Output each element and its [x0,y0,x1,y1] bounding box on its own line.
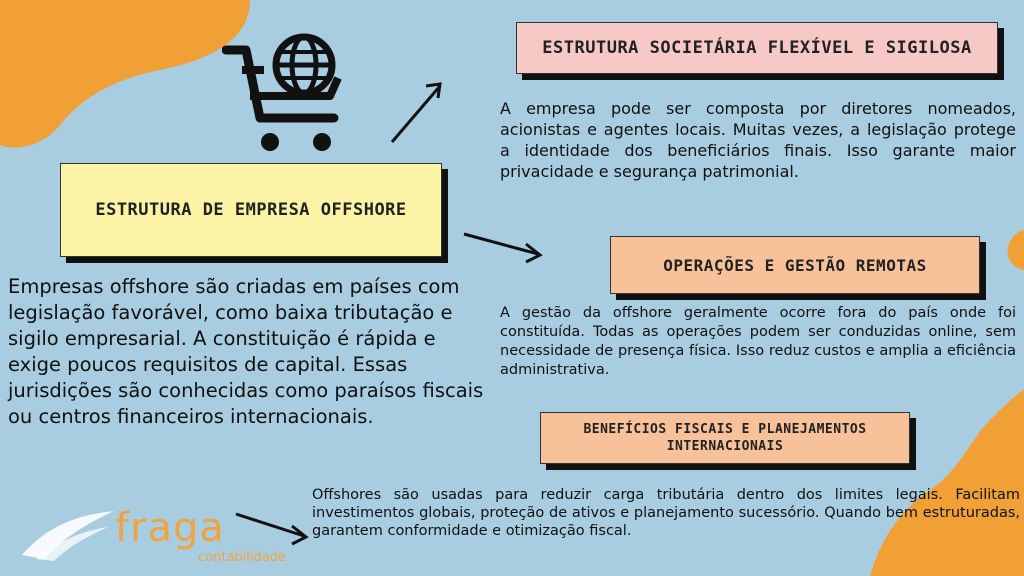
section-title-card-2: OPERAÇÕES E GESTÃO REMOTAS [610,236,980,294]
logo-wordmark: fraga [115,505,225,551]
section-title-card-3: BENEFÍCIOS FISCAIS E PLANEJAMENTOS INTER… [540,412,910,464]
main-title: ESTRUTURA DE EMPRESA OFFSHORE [95,200,407,220]
orange-blob-bottom-right [870,390,1024,576]
arrow-down-right [235,512,309,546]
shopping-cart-globe-icon [222,33,342,151]
intro-text: Empresas offshore são criadas em países … [8,275,484,428]
fraga-logo-icon [22,511,114,561]
main-title-card: ESTRUTURA DE EMPRESA OFFSHORE [60,163,442,257]
section-title-3: BENEFÍCIOS FISCAIS E PLANEJAMENTOS INTER… [583,422,867,454]
orange-blob-top-left [0,0,250,148]
section-text-3: Offshores são usadas para reduzir carga … [312,487,1020,539]
section-text-1: A empresa pode ser composta por diretore… [500,99,1016,181]
section-title-2: OPERAÇÕES E GESTÃO REMOTAS [663,255,927,275]
section-title-1: ESTRUTURA SOCIETÁRIA FLEXÍVEL E SIGILOSA [542,38,972,58]
logo-subtitle: contabilidade [198,550,286,565]
section-title-card-1: ESTRUTURA SOCIETÁRIA FLEXÍVEL E SIGILOSA [516,22,998,74]
orange-blob-right-edge [1007,230,1024,270]
arrow-right [463,232,543,264]
arrow-up-right [390,82,442,143]
section-text-2: A gestão da offshore geralmente ocorre f… [500,305,1016,378]
